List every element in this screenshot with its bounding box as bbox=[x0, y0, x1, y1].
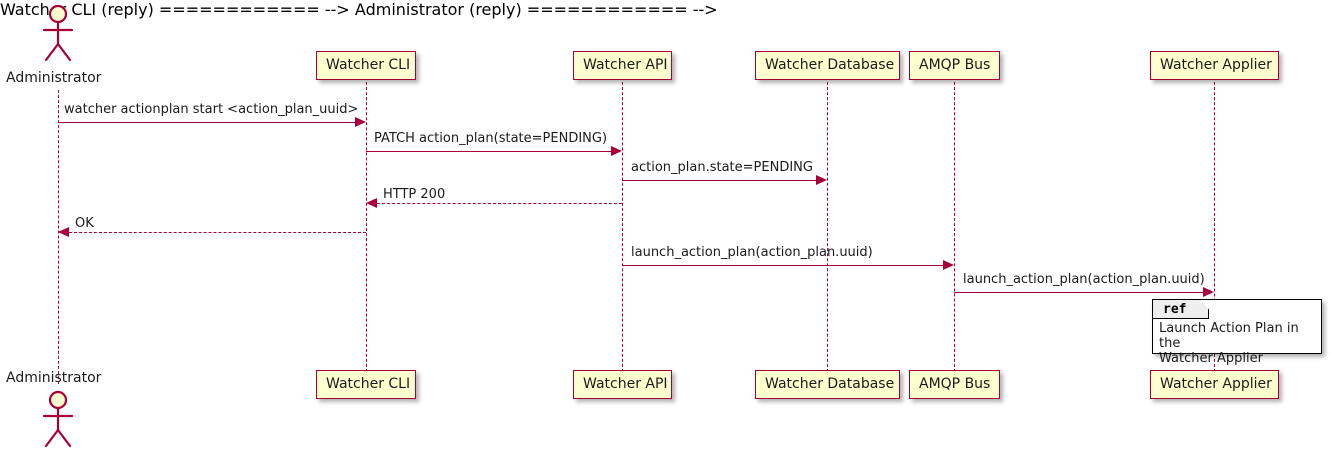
message-label-http-200: HTTP 200 bbox=[383, 187, 446, 202]
participant-watcher-database-bottom[interactable]: Watcher Database bbox=[755, 370, 900, 399]
message-line-patch-action-plan bbox=[366, 151, 614, 152]
message-line-ok bbox=[69, 232, 366, 233]
message-line-launch-action-plan-amqp-applier bbox=[954, 292, 1206, 293]
lifeline-amqp-bus bbox=[954, 82, 955, 372]
message-line-watcher-actionplan-start bbox=[58, 122, 358, 123]
ref-fragment: ref Launch Action Plan in the Watcher Ap… bbox=[1152, 299, 1322, 366]
ref-fragment-header-label: ref bbox=[1163, 301, 1187, 317]
message-label-ok: OK bbox=[75, 216, 94, 231]
participant-amqp-bus-top[interactable]: AMQP Bus bbox=[909, 51, 1000, 80]
arrowhead-left-icon bbox=[366, 198, 377, 208]
arrowhead-left-icon bbox=[58, 227, 69, 237]
lifeline-administrator bbox=[58, 90, 59, 384]
message-label-action-plan-state-pending: action_plan.state=PENDING bbox=[631, 160, 813, 175]
participant-watcher-applier-bottom[interactable]: Watcher Applier bbox=[1150, 370, 1279, 399]
arrowhead-right-icon bbox=[1203, 287, 1214, 297]
actor-administrator-top bbox=[34, 4, 82, 62]
arrowhead-right-icon bbox=[943, 260, 954, 270]
lifeline-watcher-applier bbox=[1214, 82, 1215, 372]
message-label-launch-action-plan-amqp-applier: launch_action_plan(action_plan.uuid) bbox=[963, 272, 1205, 287]
participant-watcher-applier-top[interactable]: Watcher Applier bbox=[1150, 51, 1279, 80]
message-label-launch-action-plan-api-amqp: launch_action_plan(action_plan.uuid) bbox=[631, 245, 873, 260]
actor-administrator-bottom bbox=[34, 390, 82, 448]
message-line-action-plan-state-pending bbox=[622, 180, 819, 181]
participant-watcher-api-bottom[interactable]: Watcher API bbox=[573, 370, 672, 399]
participant-watcher-api-top[interactable]: Watcher API bbox=[573, 51, 672, 80]
participant-amqp-bus-bottom[interactable]: AMQP Bus bbox=[909, 370, 1000, 399]
message-label-watcher-actionplan-start: watcher actionplan start <action_plan_uu… bbox=[64, 102, 359, 117]
lifeline-watcher-api bbox=[622, 82, 623, 372]
arrowhead-right-icon bbox=[816, 175, 827, 185]
actor-label-administrator-bottom: Administrator bbox=[6, 370, 102, 386]
participant-watcher-cli-top[interactable]: Watcher CLI bbox=[316, 51, 416, 80]
actor-label-administrator-top: Administrator bbox=[6, 70, 102, 86]
arrowhead-right-icon bbox=[355, 117, 366, 127]
message-label-patch-action-plan: PATCH action_plan(state=PENDING) bbox=[374, 131, 608, 146]
arrowhead-right-icon bbox=[611, 146, 622, 156]
message-line-launch-action-plan-api-amqp bbox=[622, 265, 946, 266]
ref-fragment-text: Launch Action Plan in the Watcher Applie… bbox=[1159, 321, 1299, 366]
participant-watcher-database-top[interactable]: Watcher Database bbox=[755, 51, 900, 80]
ref-fragment-header: ref bbox=[1153, 300, 1209, 319]
lifeline-watcher-cli bbox=[366, 82, 367, 372]
lifeline-watcher-database bbox=[827, 82, 828, 372]
message-line-http-200 bbox=[377, 203, 622, 204]
participant-watcher-cli-bottom[interactable]: Watcher CLI bbox=[316, 370, 416, 399]
